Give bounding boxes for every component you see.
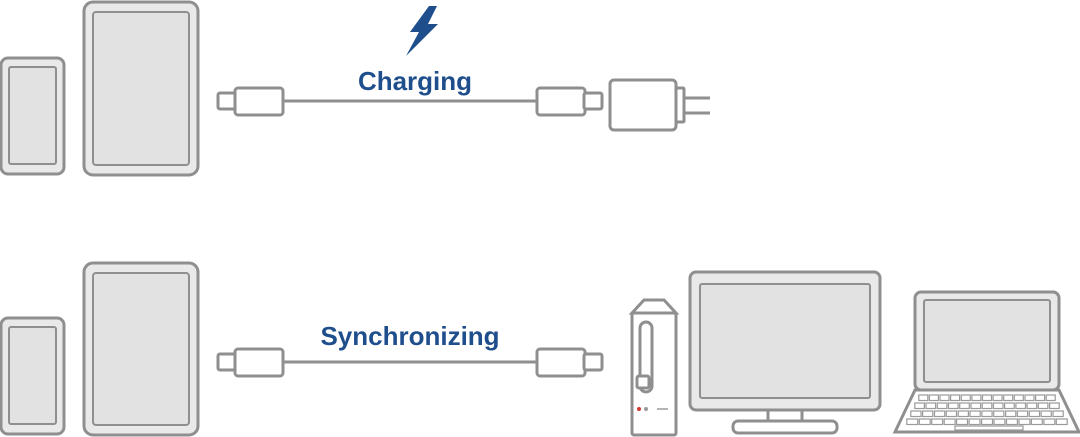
- laptop-key: [939, 394, 950, 402]
- laptop-key: [955, 418, 969, 426]
- laptop-key: [1016, 410, 1029, 418]
- laptop-key: [918, 418, 931, 426]
- laptop-key: [1013, 394, 1024, 402]
- laptop-key: [992, 402, 1004, 410]
- laptop-key: [1034, 394, 1046, 402]
- laptop-key: [960, 394, 971, 402]
- usb-connector-body: [535, 347, 587, 378]
- laptop: [892, 290, 1080, 434]
- laptop-key: [1037, 402, 1049, 410]
- laptop-key: [970, 402, 982, 410]
- phone-device: [0, 56, 66, 176]
- usb-connector-body: [233, 86, 285, 117]
- laptop-key: [914, 402, 925, 410]
- usb-cable: [216, 347, 604, 378]
- laptop-key: [992, 394, 1003, 402]
- laptop-key: [981, 410, 993, 418]
- usb-connector-body: [535, 86, 587, 117]
- laptop-key: [949, 394, 961, 402]
- desktop-monitor: [688, 270, 882, 435]
- sync-row: Synchronizing: [0, 261, 1080, 437]
- laptop-key: [980, 418, 994, 426]
- laptop-key: [925, 402, 937, 410]
- power-led: [637, 407, 641, 411]
- wall-charger: [608, 78, 710, 132]
- usb-cable: [216, 86, 604, 117]
- laptop-key: [1024, 394, 1035, 402]
- laptop-key: [1004, 410, 1017, 418]
- laptop-key: [959, 402, 970, 410]
- usb-connector-tip: [582, 91, 604, 111]
- laptop-key: [1048, 402, 1060, 410]
- laptop-key: [993, 418, 1006, 426]
- laptop-key: [1055, 418, 1068, 426]
- laptop-key: [1028, 410, 1041, 418]
- laptop-keyboard: [906, 394, 1068, 431]
- laptop-key: [933, 410, 946, 418]
- laptop-key: [1030, 418, 1043, 426]
- laptop-key: [936, 402, 948, 410]
- activity-led: [644, 407, 648, 411]
- laptop-key: [971, 394, 982, 402]
- laptop-key: [910, 410, 922, 418]
- laptop-key: [1003, 402, 1015, 410]
- charging-row: Charging: [0, 0, 710, 177]
- laptop-key: [1045, 394, 1056, 402]
- charging-label: Charging: [358, 66, 472, 96]
- laptop-key: [945, 410, 958, 418]
- laptop-spacebar: [954, 425, 1024, 431]
- usb-connector-tip: [216, 352, 238, 372]
- laptop-key: [981, 394, 993, 402]
- laptop-key: [931, 418, 944, 426]
- laptop-key: [993, 410, 1005, 418]
- laptop-key: [968, 418, 981, 426]
- laptop-key: [1003, 394, 1014, 402]
- laptop-key: [1052, 410, 1064, 418]
- usb-connector-tip: [216, 91, 238, 111]
- laptop-key: [1005, 418, 1018, 426]
- tablet-device: [82, 0, 200, 177]
- laptop-key: [918, 394, 929, 402]
- laptop-key: [1026, 402, 1038, 410]
- laptop-key: [957, 410, 970, 418]
- laptop-key: [1015, 402, 1027, 410]
- lightning-bolt-icon: [406, 6, 438, 56]
- laptop-key: [906, 418, 919, 426]
- power-button: [635, 374, 651, 390]
- laptop-key: [1043, 418, 1056, 426]
- laptop-key: [943, 418, 956, 426]
- usb-connector-body: [233, 347, 285, 378]
- laptop-key: [921, 410, 934, 418]
- laptop-key: [928, 394, 940, 402]
- sync-label: Synchronizing: [320, 321, 499, 351]
- laptop-key: [969, 410, 981, 418]
- laptop-key: [1018, 418, 1031, 426]
- tablet-device: [82, 261, 200, 437]
- phone-device: [0, 316, 66, 436]
- laptop-key: [1040, 410, 1052, 418]
- laptop-key: [947, 402, 959, 410]
- usb-connector-tip: [582, 352, 604, 372]
- laptop-key: [981, 402, 993, 410]
- desktop-tower: [628, 298, 680, 437]
